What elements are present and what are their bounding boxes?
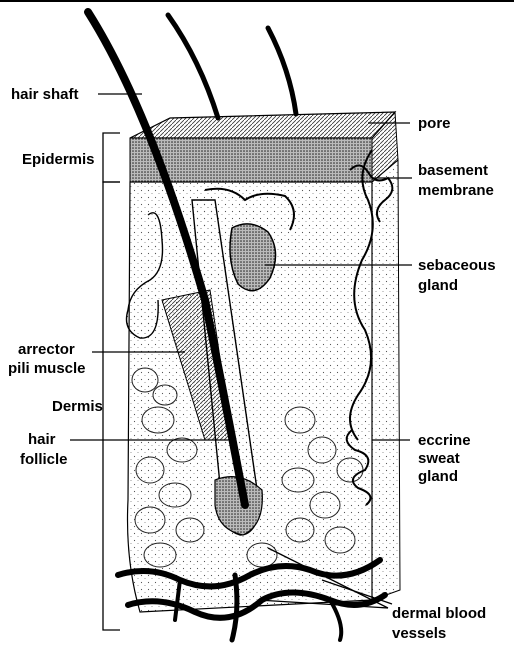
arrector-label-line2: pili muscle (8, 360, 86, 377)
hair-shaft-label: hair shaft (11, 86, 79, 103)
basement-label-line2: membrane (418, 182, 494, 199)
dermis-bracket (103, 182, 120, 630)
dermis-label: Dermis (52, 398, 103, 415)
vessels-label-line2: vessels (392, 625, 446, 642)
skin-top-surface (130, 112, 395, 138)
hair-shaft-2 (168, 15, 218, 118)
eccrine-label-line2: sweat (418, 450, 460, 467)
dermis-side (372, 160, 400, 600)
epidermis-bracket (103, 133, 120, 182)
eccrine-label-line1: eccrine (418, 432, 471, 449)
skin-block (88, 12, 400, 640)
arrector-label-line1: arrector (18, 341, 75, 358)
pore-label: pore (418, 115, 451, 132)
eccrine-label-line3: gland (418, 468, 458, 485)
follicle-label-line1: hair (28, 431, 56, 448)
epidermis-label: Epidermis (22, 151, 95, 168)
sebaceous-label-line1: sebaceous (418, 257, 496, 274)
vessels-label-line1: dermal blood (392, 605, 486, 622)
follicle-label-line2: follicle (20, 451, 68, 468)
sebaceous-label-line2: gland (418, 277, 458, 294)
hair-shaft-3 (268, 28, 296, 114)
basement-label-line1: basement (418, 162, 488, 179)
sebaceous-gland-shape (230, 224, 276, 291)
